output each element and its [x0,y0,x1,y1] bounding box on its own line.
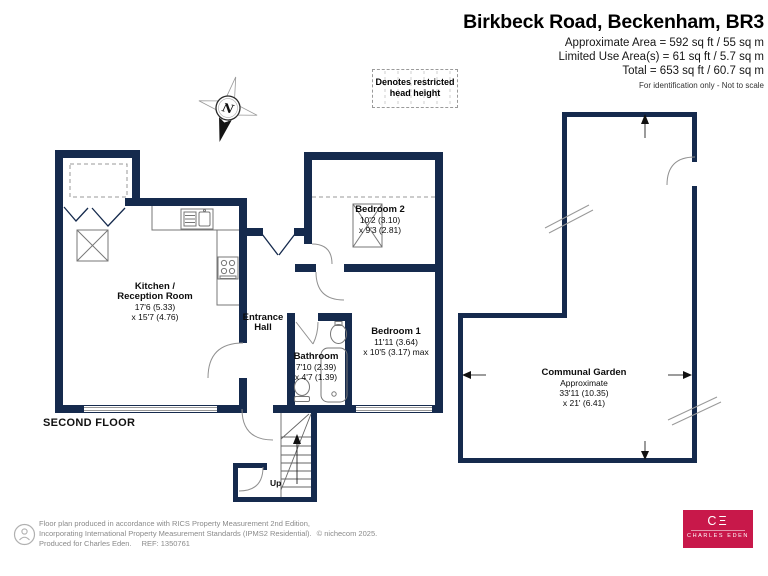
logo-divider [691,530,745,531]
bedroom2-dims-line2: x 9'3 (2.81) [358,225,402,235]
dormer-bifold-doors [63,206,126,227]
windows [84,406,432,412]
legend-label: Denotes restricted head height [373,77,457,99]
bathroom-label: Bathroom 7'10 (2.39) x 4'7 (1.39) [293,351,339,383]
bedroom2-door-arc [311,243,333,265]
restricted-head-height-legend: Denotes restricted head height [372,69,458,108]
communal-garden-label: Communal Garden Approximate 33'11 (10.35… [541,367,627,409]
kitchen-storage-box [76,229,109,262]
footer-line1: Floor plan produced in accordance with R… [39,519,310,528]
entrance-door-arc [241,408,274,441]
bathroom-fixtures [294,321,348,403]
garden-dims-line2: x 21' (6.41) [562,398,606,408]
bedroom1-dims-line1: 11'11 (3.64) [374,337,418,347]
kitchen-dims-line1: 17'6 (5.33) [134,302,176,312]
kitchen-door-arc [207,342,244,379]
stairwell-walls [233,413,317,502]
garden-dimension-arrows [462,114,692,460]
charles-eden-logo: CΞ CHARLES EDEN [683,510,753,548]
bathroom-door-arc [295,321,319,345]
garden-dims-line1: 33'11 (10.35) [559,388,609,398]
footer-ref-number: REF: 1350761 [141,539,190,548]
door-arcs [63,206,345,492]
storage-boxes [76,203,383,262]
garden-gate-arc [666,156,696,186]
compass-circle [215,95,241,121]
nichecom-icon [13,523,36,546]
floor-name-label: SECOND FLOOR [43,417,136,429]
garden-walls [458,112,697,463]
bedroom1-dims-line2: x 10'5 (3.17) max [363,347,429,357]
garden-break-marks [544,204,722,426]
kitchen-label: Kitchen / Reception Room 17'6 (5.33) x 1… [117,281,193,323]
approximate-area-text: Approximate Area = 592 sq ft / 55 sq m [564,37,764,49]
bedroom2-dims-line1: 10'2 (3.10) [359,215,401,225]
logo-monogram: CΞ [707,514,729,528]
kitchen-restricted-area [69,163,128,198]
bedroom2-name: Bedroom 2 [355,204,405,215]
kitchen-dims-line2: x 15'7 (4.76) [131,312,179,322]
hob-icon [217,256,239,280]
bathroom-name: Bathroom [293,351,339,362]
footer-line2: Incorporating International Property Mea… [39,529,377,538]
staircase [280,413,312,497]
garden-qualifier: Approximate [560,378,608,388]
bedroom2-label: Bedroom 2 10'2 (3.10) x 9'3 (2.81) [355,204,405,236]
garden-name: Communal Garden [541,367,627,378]
legend-label-line2: head height [389,88,441,98]
kitchen-fixtures [151,206,239,306]
bathroom-dims-line1: 7'10 (2.39) [295,362,337,372]
footer-line3: Produced for Charles Eden. REF: 1350761 [39,539,190,548]
kitchen-name-line1: Kitchen / [134,281,176,292]
stairs-up-label: Up [270,478,282,488]
bathtub-icon [320,347,348,403]
bedroom1-name: Bedroom 1 [371,326,421,337]
kitchen-sink-icon [180,208,214,230]
entrance-hall-name-line2: Hall [254,322,272,333]
entrance-hall-name-line1: Entrance [242,312,284,323]
compass-north-arrow: N [198,76,258,142]
bedroom2-storage-box [352,203,383,248]
kitchen-counter [151,206,239,306]
identification-disclaimer: For identification only - Not to scale [639,81,764,90]
footer-produced-for: Produced for Charles Eden. [39,539,132,548]
entrance-hall-label: Entrance Hall [243,313,284,333]
compass-north-label: N [220,100,236,117]
bedroom1-door-arc [315,271,345,301]
footer-line2-text: Incorporating International Property Mea… [39,529,312,538]
limited-use-area-text: Limited Use Area(s) = 61 sq ft / 5.7 sq … [558,51,765,63]
total-area-text: Total = 653 sq ft / 60.7 sq m [622,65,764,77]
bedroom1-label: Bedroom 1 11'11 (3.64) x 10'5 (3.17) max [363,326,429,358]
page-title: Birkbeck Road, Beckenham, BR3 [463,11,764,33]
bathroom-dims-line2: x 4'7 (1.39) [294,372,338,382]
hall-double-doors [261,233,296,256]
toilet-icon [294,378,310,402]
legend-label-line1: Denotes restricted [375,77,455,87]
compass-south-pointer [219,117,232,142]
basin-icon [330,321,347,344]
logo-agency-name: CHARLES EDEN [687,533,749,539]
restricted-head-height-marks [69,163,435,198]
apartment-walls [55,150,443,413]
stairwell-door-arc [238,466,264,492]
kitchen-name-line2: Reception Room [117,291,193,302]
footer-copyright: © nichecom 2025. [316,529,378,538]
